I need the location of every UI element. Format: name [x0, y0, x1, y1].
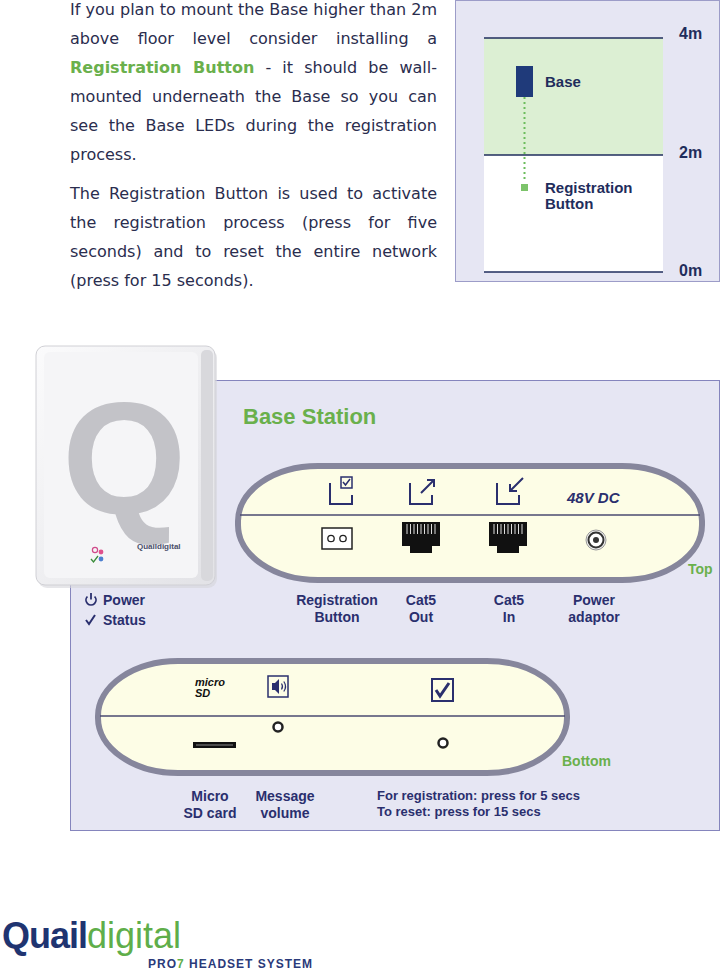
speaker-icon: [272, 679, 279, 694]
rj45-socket: [489, 522, 527, 553]
device-photo: [44, 352, 198, 578]
height-mark: 0m: [679, 262, 702, 280]
device-photo: [92, 547, 97, 552]
device-photo: [36, 346, 215, 585]
check-icon: [432, 679, 453, 701]
rj45-socket: [402, 522, 440, 553]
product-name: PRO: [148, 957, 177, 971]
status-check-symbol: [86, 615, 95, 624]
height-line: [484, 37, 663, 39]
rj45-socket: [489, 522, 527, 553]
volume-knob: [274, 723, 283, 732]
port-label: Micro SD card: [182, 788, 239, 822]
base-marker: [516, 66, 533, 97]
logo-word: Quail: [2, 915, 87, 956]
device-photo: [91, 556, 98, 562]
base-unit: Base: [516, 66, 581, 97]
registration-socket: [322, 528, 352, 549]
body-text: The Registration Button is used to activ…: [70, 184, 437, 290]
reset-button-hole: [439, 739, 448, 748]
node-label: Registration Button: [545, 180, 645, 212]
panel-divider: [100, 715, 565, 717]
device-photo: [201, 350, 213, 581]
speaker-icon: [268, 676, 288, 697]
product-line: PRO7 HEADSET SYSTEM: [148, 957, 313, 971]
check-icon: [436, 683, 449, 696]
power-jack: [586, 530, 606, 550]
instruction-note: For registration: press for 5 secs: [377, 788, 580, 804]
check-icon: [432, 679, 453, 701]
height-mark: 2m: [679, 144, 702, 162]
power-symbol: [86, 593, 96, 605]
port-label: Cat5 Out: [396, 592, 446, 626]
power-jack: [593, 537, 599, 543]
cat5-out-icon: [410, 480, 434, 504]
port-label: Cat5 In: [488, 592, 530, 626]
node-label: Base: [545, 73, 581, 90]
intro-paragraph: If you plan to mount the Base higher tha…: [70, 0, 437, 169]
port-label: Message volume: [245, 788, 325, 822]
bottom-view-panel: micro SDBottom: [95, 658, 570, 776]
port-label: Power adaptor: [558, 592, 630, 626]
registration-button-unit: Registration Button: [521, 180, 645, 212]
rj45-socket: [402, 522, 440, 553]
device-photo: [99, 550, 104, 555]
rj45-socket: [407, 524, 435, 534]
logo-word: digital: [87, 915, 181, 956]
view-label: Bottom: [562, 753, 611, 770]
device-logo-letter: Q: [62, 379, 186, 539]
registration-socket: [322, 528, 352, 549]
button-marker: [521, 184, 528, 191]
bottom-view-outline: [95, 658, 570, 776]
height-line: [484, 271, 663, 273]
instruction-note: To reset: press for 15 secs: [377, 804, 541, 820]
indicator-label: Status: [103, 612, 146, 629]
registration-icon: [343, 479, 350, 485]
speaker-icon: [268, 676, 288, 697]
cat5-in-icon: [497, 478, 523, 504]
panel-divider: [240, 514, 700, 516]
body-text: If you plan to mount the Base higher tha…: [70, 0, 437, 48]
registration-socket: [340, 535, 346, 541]
sd-slot: [193, 742, 236, 748]
cat5-in-icon: [510, 478, 523, 491]
device-photo: [99, 557, 104, 562]
power-symbol: [90, 593, 92, 600]
sd-slot: [193, 742, 236, 748]
dotted-leader: [524, 97, 526, 180]
device-photo: [38, 349, 217, 588]
top-view-outline: [235, 463, 705, 583]
registration-socket: [328, 535, 334, 541]
product-name: HEADSET SYSTEM: [189, 957, 313, 971]
microsd-logo: micro SD: [195, 677, 229, 699]
cat5-out-icon: [421, 480, 434, 493]
height-panel: [456, 1, 720, 282]
panel-title: Base Station: [243, 404, 376, 430]
height-chart-ground: [484, 38, 663, 272]
power-jack: [589, 533, 604, 548]
top-view-outline: [238, 466, 702, 580]
indicator-label: Power: [103, 592, 145, 609]
height-line: [484, 154, 663, 156]
power-jack: [586, 530, 606, 550]
voltage-label: 48V DC: [567, 489, 620, 507]
height-mark: 4m: [679, 25, 702, 43]
height-band: [484, 38, 663, 155]
product-number: 7: [177, 957, 185, 971]
sd-slot: [196, 745, 233, 746]
speaker-icon: [282, 682, 286, 692]
brand-logo: Quaildigital: [2, 915, 181, 957]
device-photo: [36, 346, 217, 588]
device-brand: Quaildigital: [137, 542, 181, 551]
port-label: Registration Button: [287, 592, 387, 626]
bottom-view-outline: [98, 661, 567, 773]
rj45-socket: [494, 524, 522, 534]
usage-paragraph: The Registration Button is used to activ…: [70, 179, 437, 295]
registration-icon: [330, 477, 352, 504]
view-label: Top: [688, 561, 713, 578]
top-view-panel: 48V DCTop: [235, 463, 705, 583]
registration-icon: [341, 477, 352, 488]
highlight-term: Registration Button: [70, 58, 254, 77]
